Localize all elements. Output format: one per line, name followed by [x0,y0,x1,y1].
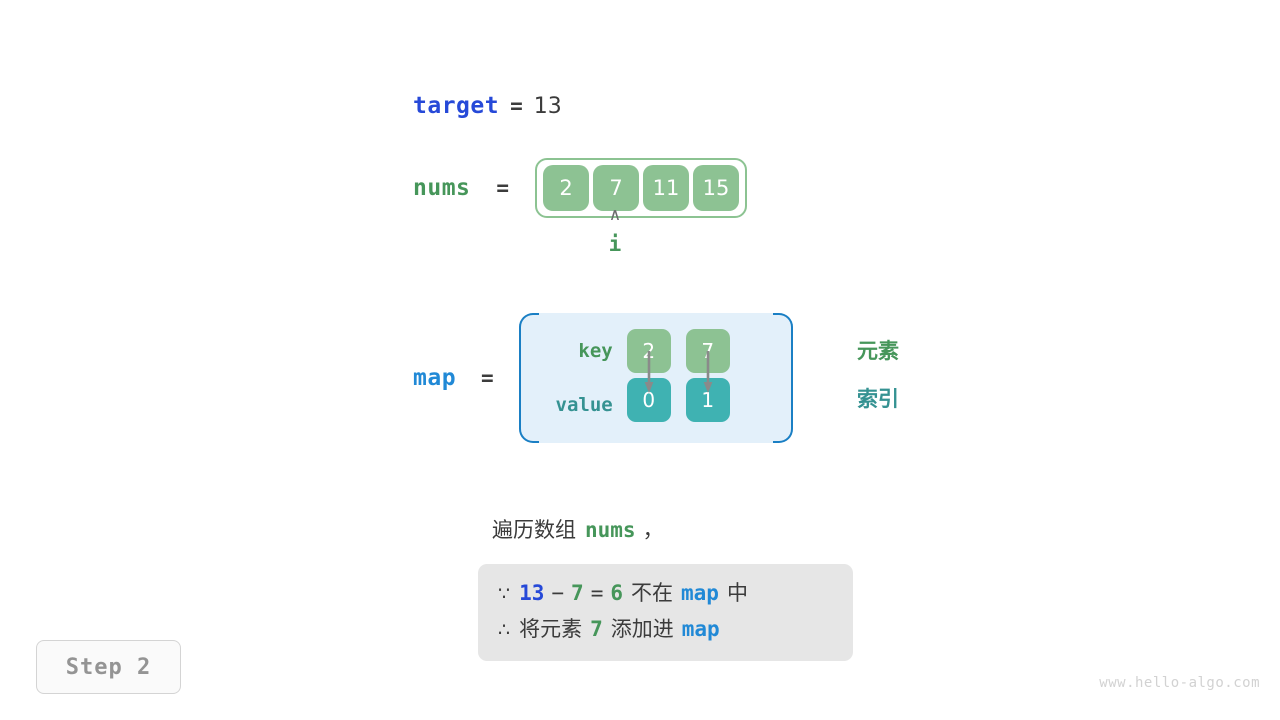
target-variable-name: target [413,93,500,119]
caret-up-icon: ∧ [608,205,622,225]
caption-line: 遍历数组 nums， [492,514,664,544]
map-legend: 元素 索引 [857,338,899,412]
reasoning-line-1: ∵ 13−7=6 不在 map 中 [498,576,833,612]
index-pointer: ∧ i [588,205,642,256]
target-value: 13 [533,94,562,119]
array-cell: 15 [693,165,740,211]
nums-equals-sign: = [496,176,510,200]
reason-map-ref: map [681,581,719,605]
watermark: www.hello-algo.com [1099,675,1260,691]
target-equals-sign: = [510,94,523,118]
caption-prefix: 遍历数组 [492,518,576,542]
array-cell: 2 [543,165,590,211]
target-declaration: target = 13 [413,93,562,119]
map-value-cell: 1 [685,378,730,422]
reason-complement-value: 6 [610,581,624,605]
hash-map-entries: 2 0 7 1 [626,329,730,422]
map-value-cell: 0 [626,378,671,422]
reasoning-line-2: ∴ 将元素 7 添加进 map [498,612,833,648]
index-pointer-label: i [608,232,622,256]
minus-operator: − [551,581,565,605]
reason-tail-text: 中 [726,581,748,605]
hash-map-row-labels: key value [537,329,613,427]
caption-suffix: ， [642,518,664,542]
nums-declaration: nums = 2 7 11 15 [413,158,748,218]
reason-add-into-text: 添加进 [610,617,674,641]
reason-current-value: 7 [571,581,584,605]
map-key-cell: 7 [685,329,730,373]
caption-code: nums [585,518,636,542]
equals-operator: = [590,581,604,605]
reason-target-value: 13 [519,581,545,605]
key-meaning-label: 元素 [857,339,899,363]
hash-map-container: key value 2 0 7 1 [518,313,793,443]
therefore-symbol: ∴ [498,619,511,641]
nums-array: 2 7 11 15 [535,158,748,218]
step-label: Step 2 [65,654,152,680]
hash-map-entry: 2 0 [626,329,671,422]
reason-added-element: 7 [590,617,603,641]
reason-map-ref: map [681,617,720,641]
hash-map-grid: key value 2 0 7 1 [537,329,773,427]
array-cell: 7 [593,165,640,211]
reason-add-element-text: 将元素 [519,617,583,641]
map-key-cell: 2 [626,329,671,373]
because-symbol: ∵ [498,583,511,605]
array-cell: 11 [643,165,690,211]
nums-variable-name: nums [413,175,471,201]
hash-map-entry: 7 1 [685,329,730,422]
map-variable-name: map [413,365,457,391]
value-meaning-label: 索引 [857,387,899,411]
value-row-label: value [555,394,613,416]
map-declaration: map = key value 2 0 7 1 [413,313,793,443]
reason-not-in-text: 不在 [631,581,674,605]
step-badge: Step 2 [36,640,181,694]
map-equals-sign: = [481,366,494,390]
key-row-label: key [578,340,613,362]
